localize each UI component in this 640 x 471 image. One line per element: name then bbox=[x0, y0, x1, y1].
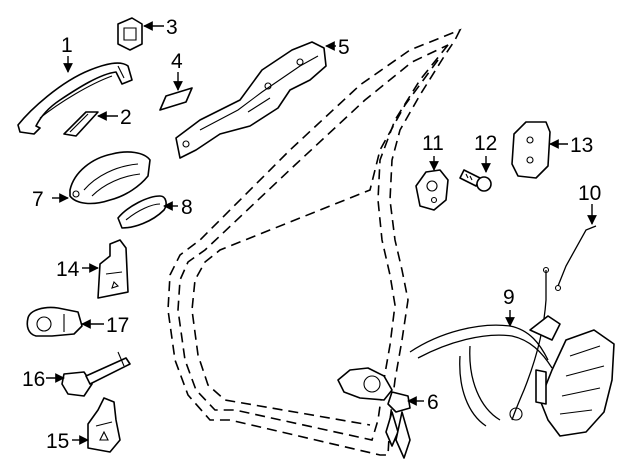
callout-11: 11 bbox=[422, 132, 444, 155]
callout-13: 13 bbox=[570, 134, 593, 157]
door-outline bbox=[167, 28, 462, 456]
callout-2: 2 bbox=[120, 106, 132, 129]
callout-5: 5 bbox=[338, 36, 350, 59]
callout-15: 15 bbox=[46, 430, 69, 453]
part-2-handle-pad bbox=[63, 111, 99, 137]
callout-labels: 1 2 3 4 5 6 7 8 9 10 11 12 13 14 15 16 1… bbox=[22, 16, 601, 453]
callout-6: 6 bbox=[427, 391, 439, 414]
part-5-handle-bracket bbox=[175, 41, 327, 159]
part-7-inside-door-handle bbox=[69, 151, 151, 205]
part-14-bracket bbox=[97, 239, 129, 299]
callout-9: 9 bbox=[503, 286, 515, 309]
callout-4: 4 bbox=[171, 50, 183, 73]
callout-16: 16 bbox=[22, 368, 45, 391]
callout-14: 14 bbox=[56, 258, 80, 281]
callout-17: 17 bbox=[106, 314, 129, 337]
part-6-lock-cylinder-and-keys bbox=[337, 367, 411, 459]
callout-8: 8 bbox=[181, 196, 193, 219]
part-15-door-hinge bbox=[87, 397, 121, 453]
part-16-door-check-link bbox=[61, 351, 131, 397]
callout-1: 1 bbox=[61, 34, 73, 57]
callout-3: 3 bbox=[166, 16, 178, 39]
leader-lines bbox=[46, 21, 597, 445]
callout-12: 12 bbox=[474, 132, 497, 155]
part-17-check-link-stopper bbox=[26, 306, 83, 337]
part-3-key-cylinder-cap bbox=[117, 17, 143, 51]
part-4-gasket bbox=[159, 87, 193, 111]
part-13-striker-cover bbox=[511, 121, 551, 179]
callout-10: 10 bbox=[578, 182, 601, 205]
part-11-door-striker bbox=[415, 169, 449, 211]
part-8-handle-bezel bbox=[117, 195, 167, 229]
part-10-lock-rod bbox=[554, 225, 597, 292]
part-12-screw bbox=[459, 169, 492, 192]
part-1-outside-door-handle bbox=[17, 62, 133, 135]
callout-7: 7 bbox=[32, 188, 44, 211]
